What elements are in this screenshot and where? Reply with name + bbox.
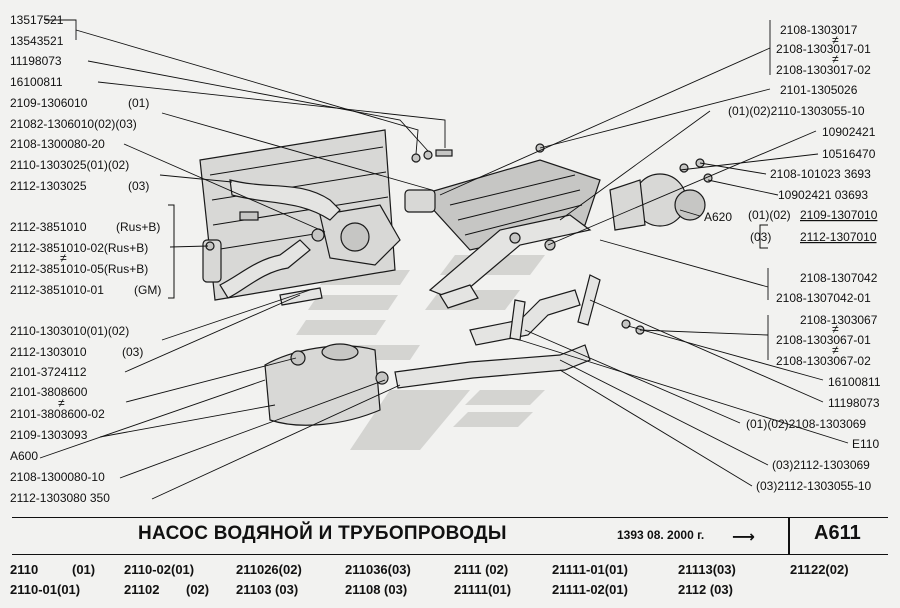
callout-2108-1303067-02: 2108-1303067-02 <box>776 354 871 368</box>
callout-21082-1306010: 21082-1306010(02)(03) <box>10 117 137 131</box>
callout-2108-101023: 2108-101023 3693 <box>770 167 871 181</box>
sheet-code: A611 <box>814 522 861 544</box>
model-item: 21122(02) <box>790 562 849 577</box>
callout-10902421: 10902421 <box>822 125 876 139</box>
callout-2108-1300080-10: 2108-1300080-10 <box>10 470 105 484</box>
model-item: 2110-02(01) <box>124 562 195 577</box>
callout-2112-3851010-02: 2112-3851010-02(Rus+B) <box>10 241 148 255</box>
callout-2110-1303055-10: (01)(02)2110-1303055-10 <box>728 104 865 118</box>
callout-A620: A620 <box>704 210 732 224</box>
callout-11198073-r: 11198073 <box>828 396 880 410</box>
model-item: 21111(01) <box>454 582 512 597</box>
callout-2112-3851010: 2112-3851010 <box>10 220 87 234</box>
model-item: 21111-02(01) <box>552 582 628 597</box>
bracket-marks <box>168 204 768 299</box>
title-divider <box>788 518 790 554</box>
svg-text:≠: ≠ <box>832 343 839 357</box>
model-item: 21111-01(01) <box>552 562 628 577</box>
model-item: 2111 (02) <box>454 562 509 577</box>
svg-text:(01): (01) <box>128 96 149 110</box>
expansion-tank <box>264 343 389 426</box>
callout-13517521: 13517521 <box>10 13 64 27</box>
callout-10516470: 10516470 <box>822 147 876 161</box>
svg-text:(Rus+B): (Rus+B) <box>116 220 160 234</box>
callout-2109-1307010: 2109-1307010 <box>800 208 878 222</box>
model-item: 2110-01(01) <box>10 582 81 597</box>
svg-text:(03): (03) <box>128 179 149 193</box>
svg-text:≠: ≠ <box>832 322 839 336</box>
callout-16100811: 16100811 <box>10 75 63 89</box>
callout-2101-1305026: 2101-1305026 <box>780 83 858 97</box>
callout-2101-3808600: 2101-3808600 <box>10 385 88 399</box>
callout-2108-1303069: (01)(02)2108-1303069 <box>746 417 866 431</box>
callout-2112-1303069: (03)2112-1303069 <box>772 458 870 472</box>
callout-2101-3724112: 2101-3724112 <box>10 365 87 379</box>
model-item: 21113(03) <box>678 562 736 577</box>
callout-11198073: 11198073 <box>10 54 62 68</box>
callout-2109-1306010: 2109-1306010 <box>10 96 88 110</box>
model-item: 2110 <box>10 562 39 577</box>
svg-text:(03): (03) <box>122 345 143 359</box>
callout-2108-1307042-01: 2108-1307042-01 <box>776 291 871 305</box>
model-item: 21108 (03) <box>345 582 408 597</box>
model-item: 211036(03) <box>345 562 411 577</box>
title-bar <box>12 517 888 555</box>
arrow-right-icon: ⟶ <box>732 529 755 546</box>
model-item: 2112 (03) <box>678 582 733 597</box>
hoses-and-pipes <box>219 179 592 389</box>
page-title: НАСОС ВОДЯНОЙ И ТРУБОПРОВОДЫ <box>138 523 507 544</box>
model-item: 211026(02) <box>236 562 302 577</box>
callout-2110-1303010: 2110-1303010(01)(02) <box>10 324 129 338</box>
svg-text:(01)(02): (01)(02) <box>748 208 791 222</box>
svg-text:≠: ≠ <box>58 396 65 410</box>
thermostat-housing <box>319 189 436 266</box>
svg-text:≠: ≠ <box>832 33 839 47</box>
svg-text:(03): (03) <box>750 230 771 244</box>
right-callouts: 2108-1303017 ≠ 2108-1303017-01 ≠ 2108-13… <box>704 23 881 493</box>
model-item: (01) <box>72 562 96 577</box>
callout-2108-1307042: 2108-1307042 <box>800 271 878 285</box>
left-callouts: 13517521 13543521 11198073 16100811 2109… <box>10 13 161 505</box>
water-pump <box>609 173 706 231</box>
callout-2112-3851010-05: 2112-3851010-05(Rus+B) <box>10 262 148 276</box>
callout-2101-3808600-02: 2101-3808600-02 <box>10 407 105 421</box>
svg-text:(GM): (GM) <box>134 283 161 297</box>
model-item: (02) <box>186 582 210 597</box>
callout-2112-1307010: 2112-1307010 <box>800 230 877 244</box>
callout-2110-1303025: 2110-1303025(01)(02) <box>10 158 129 172</box>
callout-2112-1303055-10: (03)2112-1303055-10 <box>756 479 872 493</box>
callout-E110: E110 <box>852 437 879 451</box>
callout-10902421-03693: 10902421 03693 <box>778 188 868 202</box>
callout-2108-1303067: 2108-1303067 <box>800 313 878 327</box>
callout-2109-1303093: 2109-1303093 <box>10 428 88 442</box>
svg-text:≠: ≠ <box>60 251 67 265</box>
callout-2112-1303010: 2112-1303010 <box>10 345 87 359</box>
callout-2108-1303017-02: 2108-1303017-02 <box>776 63 871 77</box>
callout-2108-1303017: 2108-1303017 <box>780 23 858 37</box>
model-item: 21103 (03) <box>236 582 299 597</box>
model-item: 21102 <box>124 582 160 597</box>
callout-2112-3851010-01: 2112-3851010-01 <box>10 283 104 297</box>
callout-2112-1303080: 2112-1303080 350 <box>10 491 110 505</box>
callout-2108-1303067-01: 2108-1303067-01 <box>776 333 871 347</box>
callout-2108-1303017-01: 2108-1303017-01 <box>776 42 871 56</box>
callout-A600: A600 <box>10 449 38 463</box>
callout-13543521: 13543521 <box>10 34 64 48</box>
leader-lines <box>39 19 849 500</box>
sheet-number-date: 1393 08. 2000 г. <box>617 528 705 542</box>
callout-16100811-r: 16100811 <box>828 375 881 389</box>
callout-2108-1300080-20: 2108-1300080-20 <box>10 137 105 151</box>
callout-2112-1303025: 2112-1303025 <box>10 179 87 193</box>
svg-text:≠: ≠ <box>832 52 839 66</box>
